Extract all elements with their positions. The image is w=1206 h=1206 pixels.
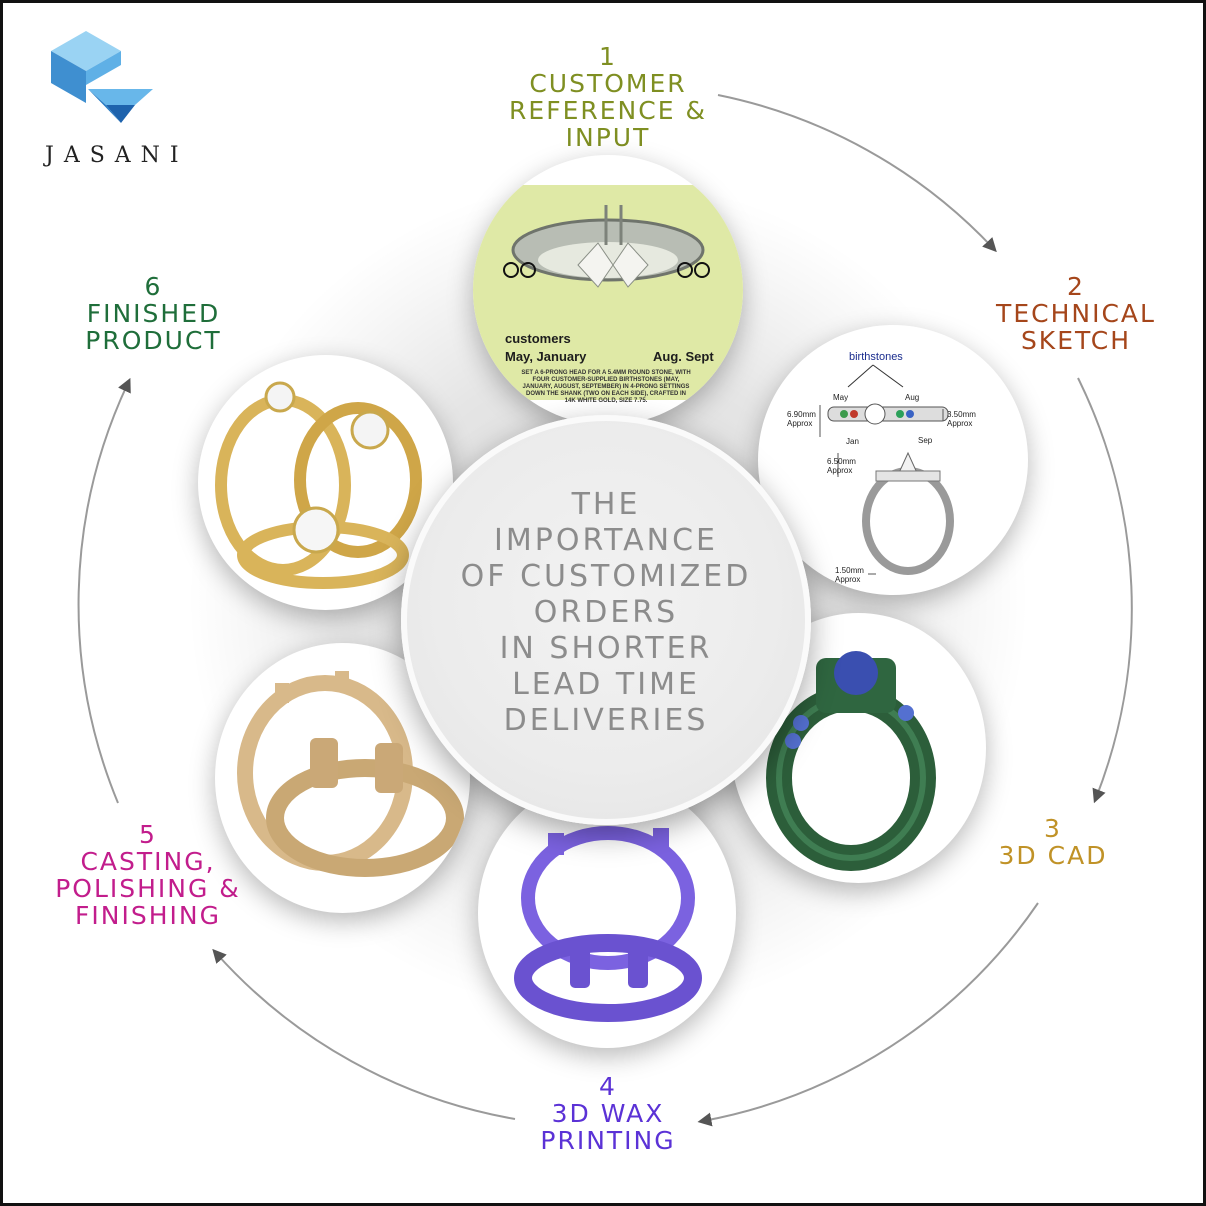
sketch-aug: Aug [905,393,920,402]
step-1-label: 1 CUSTOMER REFERENCE & INPUT [509,42,707,152]
center-title-circle: THE IMPORTANCE OF CUSTOMIZED ORDERS IN S… [401,415,811,825]
sketch-may: May [833,393,849,402]
cycle-arrows [77,94,1133,1127]
arrow-3-to-4 [697,902,1039,1127]
sketch-title: birthstones [849,351,903,363]
step-4-label: 4 3D WAX PRINTING [540,1072,676,1155]
step-5-label: 5 CASTING, POLISHING & FINISHING [55,820,241,930]
ref-label-left: May, January [505,349,587,364]
ref-note: SET A 6-PRONG HEAD FOR A 5.4MM ROUND STO… [521,370,691,404]
center-title: THE IMPORTANCE OF CUSTOMIZED ORDERS IN S… [460,487,752,738]
ref-label-right: Aug. Sept [653,349,714,364]
step-6-label: 6 FINISHED PRODUCT [85,272,222,355]
brand-name: JASANI [45,143,189,168]
sketch-jan: Jan [846,437,859,446]
sketch-sep: Sep [918,436,933,445]
customer-reference-image [473,155,743,425]
step-3-label: 3 3D CAD [998,814,1108,870]
technical-sketch-image [758,325,1028,595]
ref-label-customers: customers [505,331,571,346]
arrow-2-to-3 [1077,377,1133,804]
arrow-5-to-6 [77,377,131,804]
jasani-logo-icon [51,31,153,123]
arrow-1-to-2 [717,94,997,253]
arrow-4-to-5 [212,948,516,1120]
step-2-label: 2 TECHNICAL SKETCH [996,272,1156,355]
